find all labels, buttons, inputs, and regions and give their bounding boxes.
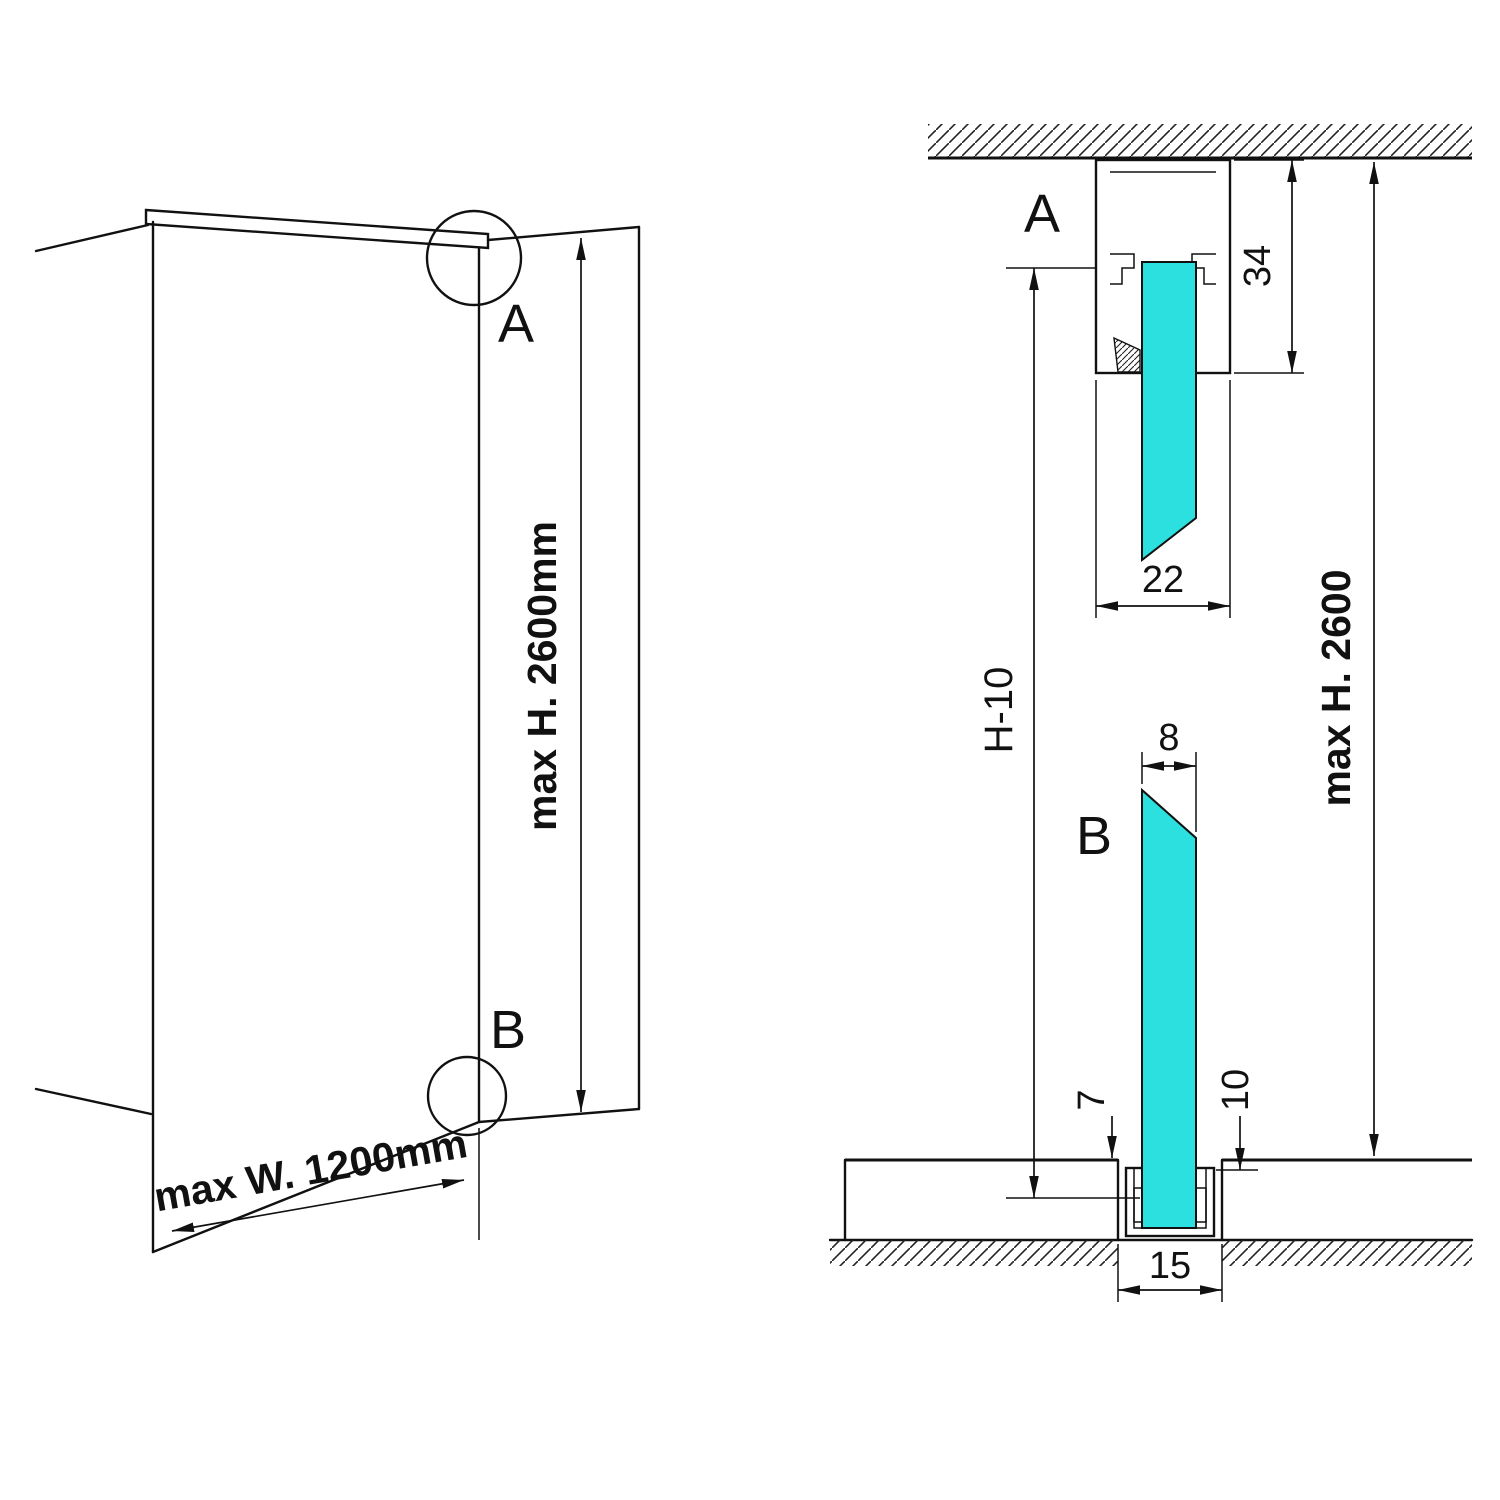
- dim-text-7: 7: [1071, 1089, 1113, 1110]
- dim-text-8: 8: [1158, 717, 1179, 759]
- glass-section-bottom: [1141, 787, 1197, 1229]
- dimension-glass-thickness-8: 8: [1141, 717, 1197, 832]
- dimension-max-width: max W. 1200mm: [151, 1120, 480, 1240]
- top-profile-clip-left: [1110, 253, 1135, 285]
- ceiling-hatch: [928, 124, 1472, 158]
- dimension-gap-7: 7: [1071, 1089, 1117, 1158]
- dim-text-10: 10: [1215, 1069, 1257, 1111]
- dimension-profile-height-34: 34: [1234, 159, 1304, 374]
- dim-text-34: 34: [1237, 245, 1279, 287]
- wall-floor-line: [34, 1087, 153, 1116]
- reference-plane-bottom: [477, 1107, 641, 1124]
- detail-a-label: A: [1024, 184, 1060, 244]
- dimension-recess-depth-10: 10: [1215, 1069, 1258, 1171]
- ground-hatch-right: [1222, 1240, 1472, 1266]
- top-profile-clip-right: [1191, 253, 1216, 285]
- dim-text-total-height: max H. 2600: [1313, 569, 1359, 806]
- dim-text-22: 22: [1142, 559, 1184, 601]
- dimension-glass-height: H-10: [977, 267, 1140, 1199]
- perspective-view: A B max H. 2600mm max W. 1200mm: [34, 208, 641, 1254]
- dim-text-h10: H-10: [977, 667, 1021, 754]
- dimension-profile-width-22: 22: [1095, 380, 1231, 618]
- detail-b-section: B 8: [828, 717, 1474, 1302]
- glazing-shim-left: [1133, 1187, 1143, 1223]
- dim-text-max-width: max W. 1200mm: [151, 1120, 471, 1220]
- dimension-total-height: max H. 2600: [1313, 162, 1379, 1156]
- section-view: A 34 22: [828, 124, 1474, 1302]
- dimension-max-height-left: max H. 2600mm: [519, 238, 586, 1112]
- ceiling-profile-bar: [144, 208, 490, 250]
- dim-text-max-height-left: max H. 2600mm: [519, 521, 565, 831]
- dim-text-15: 15: [1149, 1245, 1191, 1287]
- wall-ceiling-line: [34, 223, 150, 253]
- glass-section-top: [1141, 261, 1197, 563]
- dimension-profile-width-15: 15: [1117, 1244, 1223, 1302]
- dim-line-max-width: [171, 1179, 465, 1232]
- detail-marker-label-a: A: [498, 294, 534, 354]
- detail-a-section: A 34 22: [1024, 158, 1304, 618]
- ground-hatch-left: [830, 1240, 1118, 1266]
- detail-b-label: B: [1076, 806, 1112, 866]
- reference-plane-top: [486, 225, 641, 242]
- glazing-shim-right: [1195, 1187, 1207, 1223]
- detail-marker-circle-a: [425, 209, 523, 307]
- glazing-wedge: [1113, 336, 1141, 373]
- detail-marker-circle-b: [426, 1055, 508, 1137]
- detail-marker-label-b: B: [490, 1000, 526, 1060]
